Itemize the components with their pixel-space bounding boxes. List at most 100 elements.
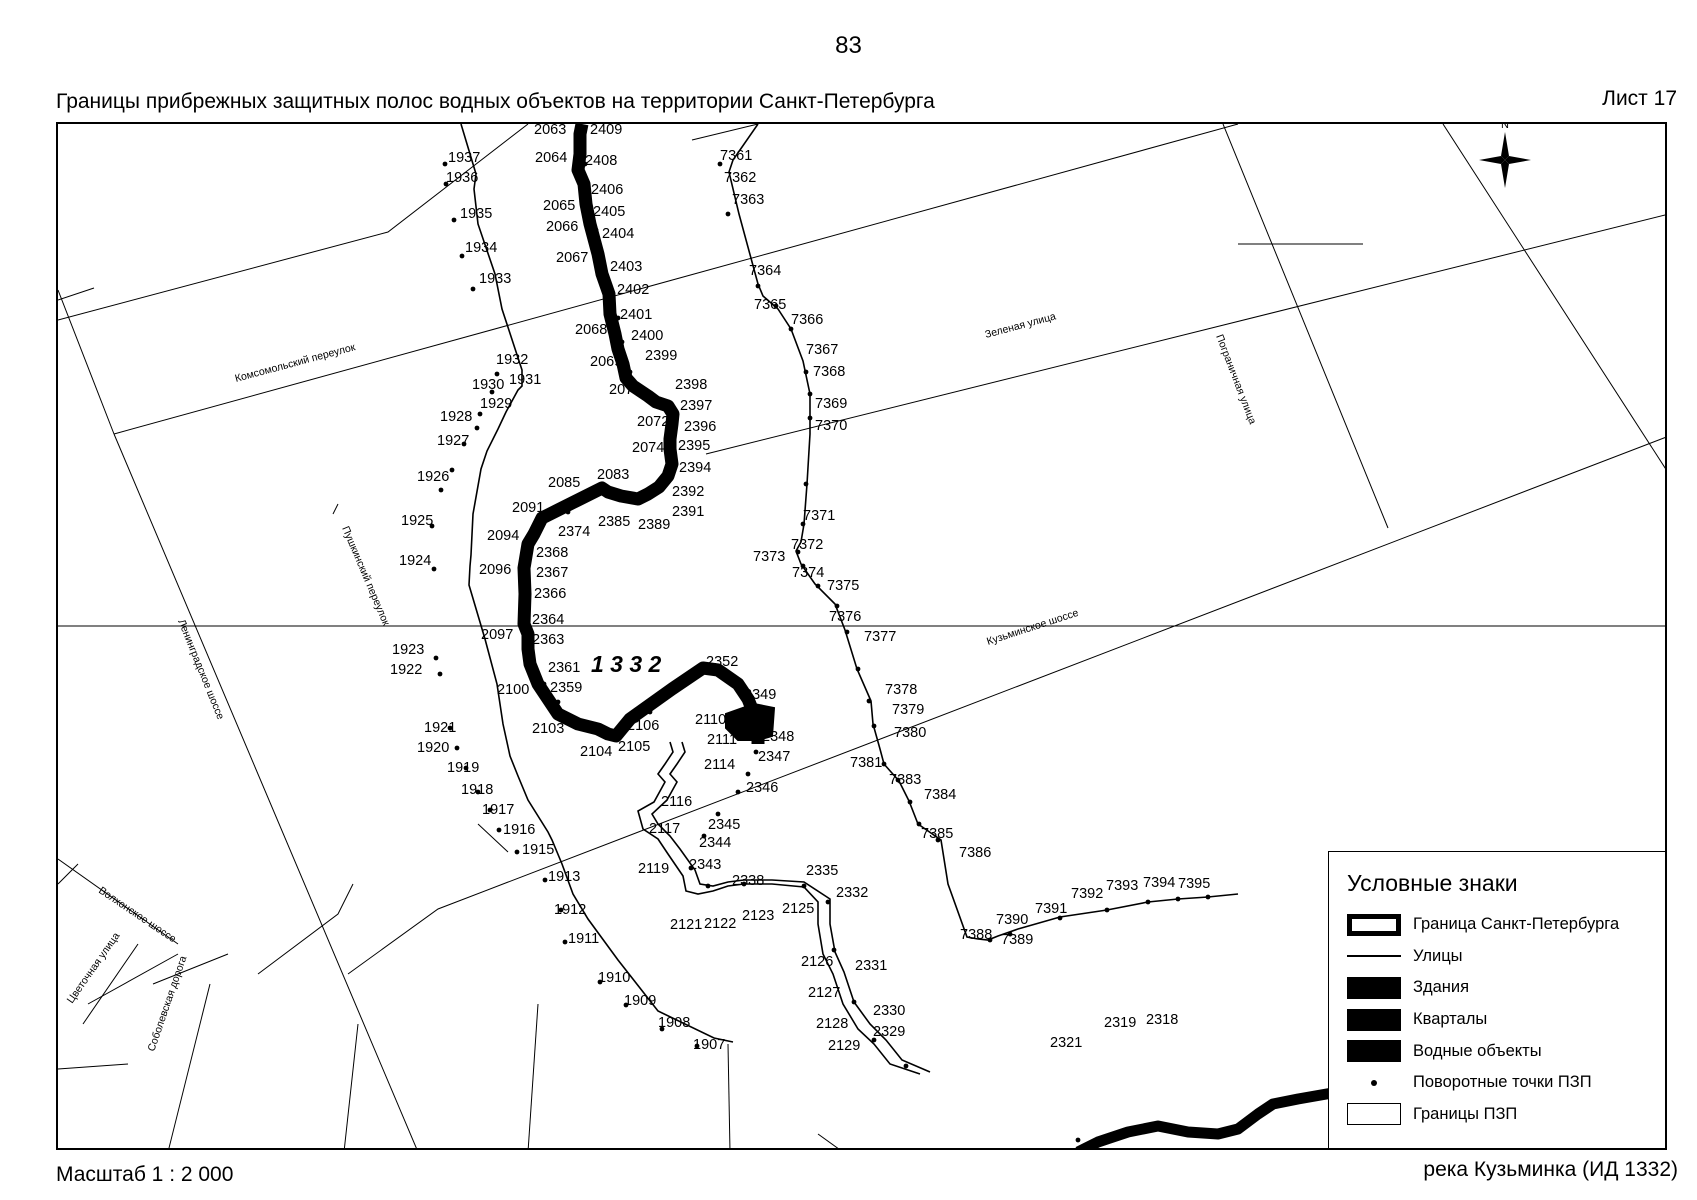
point-label: 2063 xyxy=(534,124,566,138)
turning-point xyxy=(1075,1137,1081,1143)
turning-point xyxy=(1104,907,1110,913)
point-label: 1909 xyxy=(624,993,656,1009)
point-label: 2402 xyxy=(617,282,649,298)
building-fill-symbol-icon xyxy=(1347,976,1401,999)
turning-point xyxy=(745,697,751,703)
turning-point xyxy=(851,999,857,1005)
turning-point xyxy=(800,563,806,569)
point-label: 7362 xyxy=(724,170,756,186)
turning-point xyxy=(855,666,861,672)
point-label: 1927 xyxy=(437,433,469,449)
turning-point xyxy=(496,827,502,833)
turning-point xyxy=(593,227,599,233)
point-label: 7371 xyxy=(803,508,835,524)
point-label: 2106 xyxy=(627,718,659,734)
turning-point xyxy=(1175,896,1181,902)
turning-point xyxy=(788,326,794,332)
turning-point xyxy=(608,291,614,297)
point-label: 7391 xyxy=(1035,901,1067,917)
city-border-symbol-icon xyxy=(1347,913,1401,936)
turning-point xyxy=(659,1026,665,1032)
turning-point xyxy=(803,369,809,375)
turning-point xyxy=(525,646,531,652)
point-label: 2129 xyxy=(828,1038,860,1054)
turning-point xyxy=(715,811,721,817)
turning-point xyxy=(449,467,455,473)
turning-point xyxy=(844,629,850,635)
point-label: 1916 xyxy=(503,822,535,838)
turning-point xyxy=(477,411,483,417)
point-label: 2111 xyxy=(707,732,737,748)
turning-points xyxy=(429,133,1211,1143)
street-line-symbol-icon xyxy=(1347,955,1401,958)
point-label: 1922 xyxy=(390,662,422,678)
turning-point xyxy=(461,441,467,447)
point-label: 2121 xyxy=(670,917,702,933)
point-label: 7366 xyxy=(791,312,823,328)
turning-point xyxy=(1125,1129,1131,1135)
legend-item-label: Поворотные точки ПЗП xyxy=(1413,1073,1592,1092)
point-label: 7364 xyxy=(749,263,781,279)
turning-point xyxy=(623,1002,629,1008)
point-label: 2094 xyxy=(487,528,519,544)
point-label: 7392 xyxy=(1071,886,1103,902)
turning-point xyxy=(735,789,741,795)
point-label: 2352 xyxy=(706,654,738,670)
street-label-zelenaya: Зеленая улица xyxy=(984,310,1058,341)
point-label: 1915 xyxy=(522,842,554,858)
turning-point xyxy=(895,777,901,783)
point-label: 7370 xyxy=(815,418,847,434)
map-canvas[interactable]: 1937193619351934193319321931193019291928… xyxy=(58,124,1667,1150)
point-label: 7373 xyxy=(753,549,785,565)
legend-title: Условные знаки xyxy=(1347,870,1518,896)
point-label: 2332 xyxy=(836,885,868,901)
turning-point xyxy=(705,883,711,889)
turning-point xyxy=(807,391,813,397)
point-label: 2349 xyxy=(744,687,776,703)
point-label: 1919 xyxy=(447,760,479,776)
turning-point xyxy=(629,493,635,499)
turning-point xyxy=(433,655,439,661)
turning-point xyxy=(866,698,872,704)
turning-point xyxy=(636,387,642,393)
map-title: Границы прибрежных защитных полос водных… xyxy=(56,90,935,113)
point-label: 1921 xyxy=(424,720,456,736)
point-label: 2123 xyxy=(742,908,774,924)
point-label: 2103 xyxy=(532,721,564,737)
water-fill-symbol-icon xyxy=(1347,1040,1401,1063)
point-label: 2363 xyxy=(532,632,564,648)
north-arrow-label: N xyxy=(1501,124,1509,131)
point-label: 7395 xyxy=(1178,876,1210,892)
point-label: 2403 xyxy=(610,259,642,275)
point-label: 7386 xyxy=(959,845,991,861)
point-label: 1920 xyxy=(417,740,449,756)
point-label: 7361 xyxy=(720,148,752,164)
turning-point xyxy=(815,583,821,589)
turning-point xyxy=(665,471,671,477)
turning-point xyxy=(1145,899,1151,905)
point-label: 2074 xyxy=(632,440,664,456)
point-label: 1929 xyxy=(480,396,512,412)
turning-point xyxy=(1155,1123,1161,1129)
turning-point xyxy=(615,315,621,321)
turning-point xyxy=(443,181,449,187)
turning-point xyxy=(755,735,761,741)
point-label: 2065 xyxy=(543,198,575,214)
point-label: 2392 xyxy=(672,484,704,500)
point-label: 2366 xyxy=(534,586,566,602)
turning-point xyxy=(447,725,453,731)
point-label: 1907 xyxy=(693,1037,725,1053)
point-label: 1930 xyxy=(472,377,504,393)
turning-point xyxy=(459,253,465,259)
turning-point xyxy=(429,523,435,529)
point-label: 7363 xyxy=(732,192,764,208)
turning-point xyxy=(562,939,568,945)
point-label: 2104 xyxy=(580,744,612,760)
turning-point xyxy=(773,303,779,309)
point-labels: 1937193619351934193319321931193019291928… xyxy=(390,124,1210,1054)
pzp-outline-symbol-icon xyxy=(1347,1103,1401,1126)
turning-point xyxy=(454,745,460,751)
legend-item-label: Граница Санкт-Петербурга xyxy=(1413,915,1620,934)
scale-label: Масштаб 1 : 2 000 xyxy=(56,1163,234,1186)
